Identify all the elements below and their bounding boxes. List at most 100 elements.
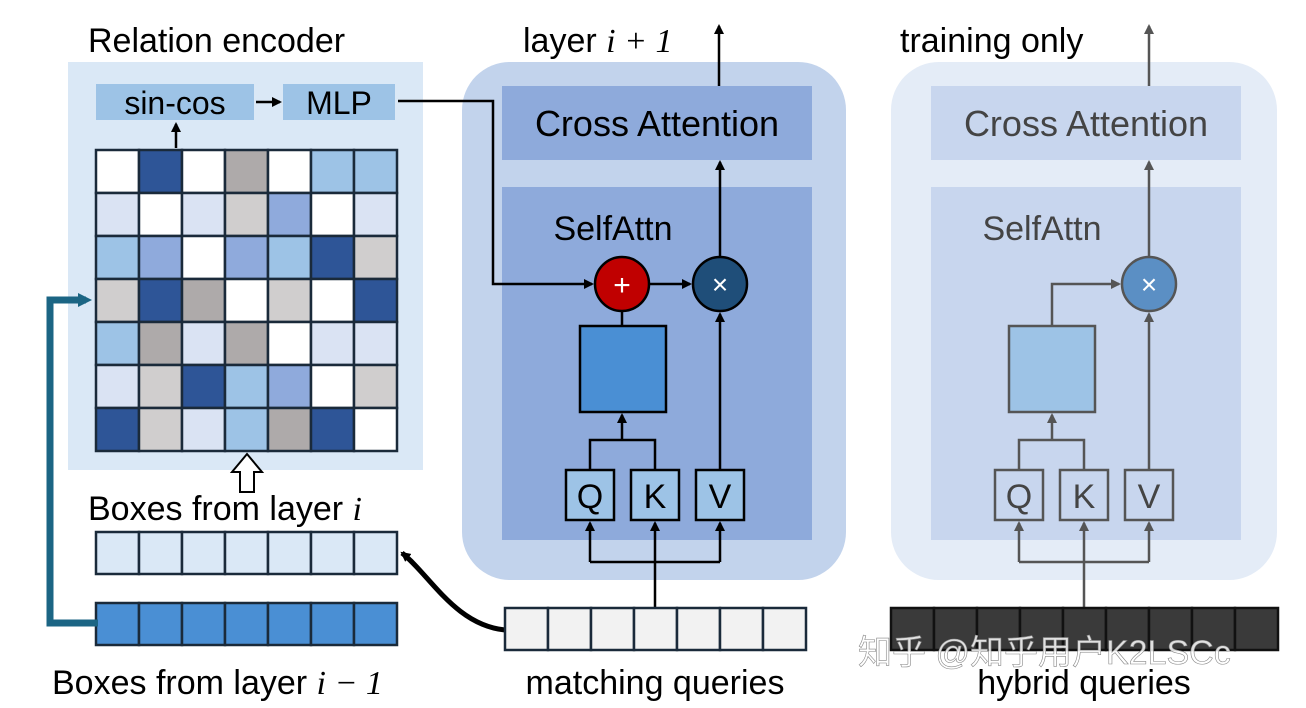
boxes-current-label: Boxes from layer i [88, 490, 362, 528]
layer-output-label: layer i + 1 [523, 22, 673, 60]
training-q-label: Q [1006, 478, 1032, 516]
query-cell [1147, 606, 1194, 652]
cross-attention-label: Cross Attention [535, 103, 779, 144]
matrix-cell [309, 363, 356, 410]
matrix-cell [223, 277, 270, 324]
box-cell [352, 530, 399, 576]
matrix-cell [352, 234, 399, 281]
matrix-cell [223, 191, 270, 238]
matrix-cell [309, 191, 356, 238]
matrix-cell [180, 320, 227, 367]
query-cell [1018, 606, 1065, 652]
box-cell [137, 601, 184, 647]
matrix-cell [266, 363, 313, 410]
matrix-cell [266, 191, 313, 238]
k-box [629, 468, 681, 522]
box-cell [352, 601, 399, 647]
training-mult-symbol: × [1141, 269, 1157, 300]
box-cell [309, 530, 356, 576]
boxes-prev-row [94, 601, 399, 647]
query-cell [589, 606, 636, 652]
matrix-cell [223, 406, 270, 453]
training-self-attn-label: SelfAttn [982, 210, 1101, 248]
query-cell [1061, 606, 1108, 652]
matrix-cell [309, 320, 356, 367]
boxes-current-row [94, 530, 399, 576]
box-cell [223, 601, 270, 647]
matrix-cell [180, 363, 227, 410]
matrix-cell [223, 363, 270, 410]
matrix-cell [309, 406, 356, 453]
matrix-cell [352, 277, 399, 324]
matrix-cell [94, 406, 141, 453]
v-label: V [709, 478, 732, 516]
training-cross-attention-label: Cross Attention [964, 103, 1208, 144]
matrix-cell [94, 363, 141, 410]
relation-encoder-title: Relation encoder [88, 22, 345, 60]
matrix-cell [137, 191, 184, 238]
box-cell [223, 530, 270, 576]
box-cell [137, 530, 184, 576]
hybrid-queries-row [889, 606, 1280, 652]
query-cell [718, 606, 765, 652]
training-v-box [1123, 468, 1175, 522]
add-symbol: + [613, 269, 631, 302]
matrix-cell [180, 277, 227, 324]
sincos-label: sin-cos [124, 85, 225, 121]
query-cell [632, 606, 679, 652]
k-label: K [644, 478, 667, 516]
matrix-cell [266, 148, 313, 195]
training-q-box [993, 468, 1045, 522]
matrix-cell [309, 277, 356, 324]
box-cell [309, 601, 356, 647]
matrix-cell [180, 148, 227, 195]
add-node [593, 255, 651, 313]
matrix-cell [137, 406, 184, 453]
v-box [694, 468, 746, 522]
matrix-cell [180, 234, 227, 281]
matrix-cell [352, 363, 399, 410]
matrix-cell [137, 277, 184, 324]
matrix-cell [309, 148, 356, 195]
query-cell [1104, 606, 1151, 652]
training-attn-to-mult-arrow [1050, 279, 1121, 326]
matrix-cell [352, 148, 399, 195]
matrix-cell [223, 148, 270, 195]
queries-to-boxes-arrow [400, 551, 506, 633]
self-attn-label: SelfAttn [553, 210, 672, 248]
matrix-cell [223, 320, 270, 367]
matrix-cell [137, 234, 184, 281]
box-cell [94, 601, 141, 647]
mlp-box [283, 84, 395, 120]
training-only-label: training only [900, 22, 1083, 60]
matrix-cell [266, 277, 313, 324]
matrix-cell [352, 191, 399, 238]
box-cell [94, 530, 141, 576]
q-box [564, 468, 616, 522]
matrix-cell [94, 148, 141, 195]
sincos-box [96, 84, 254, 120]
matrix-cell [223, 234, 270, 281]
matrix-cell [94, 320, 141, 367]
query-cell [503, 606, 550, 652]
hybrid-queries-label: hybrid queries [977, 664, 1191, 702]
q-label: Q [577, 478, 603, 516]
training-mult-node [1120, 255, 1178, 313]
matrix-cell [94, 191, 141, 238]
matrix-cell [94, 234, 141, 281]
box-cell [180, 601, 227, 647]
matrix-cell [266, 406, 313, 453]
query-cell [889, 606, 936, 652]
prev-boxes-feedback-arrow [46, 293, 98, 627]
query-cell [761, 606, 808, 652]
matrix-cell [137, 320, 184, 367]
matrix-cell [180, 406, 227, 453]
training-cross-attention-box [931, 86, 1241, 160]
query-cell [932, 606, 979, 652]
boxes-prev-label: Boxes from layer i − 1 [52, 664, 383, 702]
matrix-cell [180, 191, 227, 238]
cross-attention-box [502, 86, 812, 160]
query-cell [1233, 606, 1280, 652]
matching-queries-row [503, 606, 808, 652]
